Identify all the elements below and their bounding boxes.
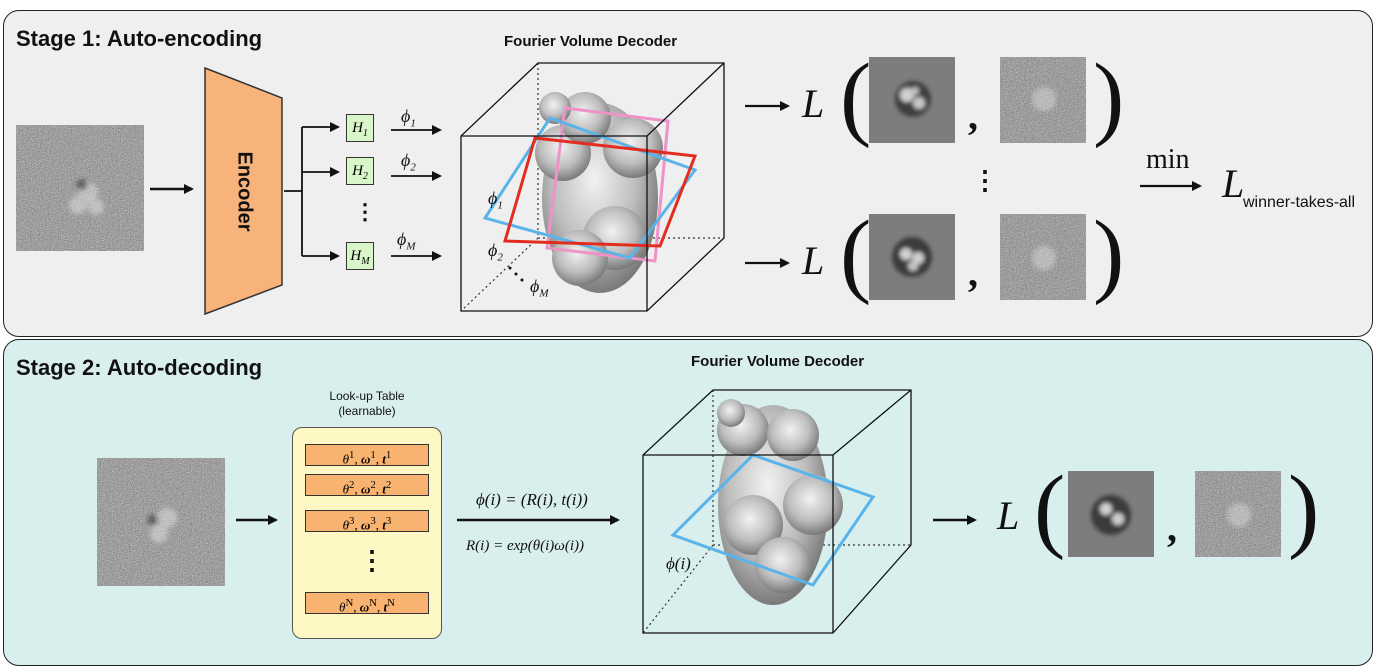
pose-equation: ϕ(i) = (R(i), t(i)) — [476, 490, 588, 509]
lut-vdots: ⋮ — [359, 546, 385, 575]
lut-row-n: θN, ωN, tN — [305, 592, 429, 614]
stage2-decoder-title: Fourier Volume Decoder — [691, 353, 865, 370]
stage2-title: Stage 2: Auto-decoding — [16, 355, 263, 380]
plane-phi-m-label: ϕM — [530, 276, 549, 300]
stage1-title: Stage 1: Auto-encoding — [16, 26, 263, 51]
plane-phi-1-label: ϕ1 — [488, 188, 503, 212]
head-1: H1 — [346, 114, 374, 142]
phi-m-arrow-label: ϕM — [397, 229, 416, 253]
heads-vdots: ⋮ — [354, 199, 376, 224]
wta-subscript: winner-takes-all — [1243, 194, 1356, 211]
encoder-block — [204, 66, 283, 316]
encoder-label: Encoder — [233, 151, 256, 232]
loss-comma-stage2: , — [1167, 505, 1177, 550]
head-2: H2 — [346, 157, 374, 185]
stage1-input-image — [16, 125, 144, 251]
head-m: HM — [346, 242, 374, 270]
loss-l-row1: L — [802, 81, 825, 126]
stage2-input-image — [97, 458, 225, 586]
loss-comma-row2: , — [968, 250, 978, 295]
lut-row-2: θ2, ω2, t2 — [305, 474, 429, 496]
loss-l-row2: L — [802, 238, 825, 283]
plane-phi-2-label: ϕ2 — [488, 240, 503, 264]
stage2-volume-cube — [642, 389, 912, 634]
rotation-equation: R(i) = exp(θ(i)ω(i)) — [466, 538, 585, 554]
loss-close-paren-row2: ) — [1093, 202, 1125, 306]
stage1-volume-cube — [460, 62, 725, 312]
phi-2-arrow-label: ϕ2 — [401, 150, 416, 174]
loss-open-paren-row2: ( — [840, 202, 872, 306]
loss-vdots: ⋮ — [972, 166, 998, 195]
wta-l: L — [1222, 161, 1245, 206]
loss-close-paren-row1: ) — [1093, 45, 1125, 149]
stage1-decoder-title: Fourier Volume Decoder — [504, 33, 678, 50]
plane-pink — [545, 106, 670, 263]
loss-l-stage2: L — [997, 493, 1020, 538]
lookup-table: θ1, ω1, t1 θ2, ω2, t2 θ3, ω3, t3 ⋮ θN, ω… — [292, 427, 442, 639]
projection-clean-row1 — [869, 57, 955, 143]
lut-row-1: θ1, ω1, t1 — [305, 444, 429, 466]
plane-red — [503, 136, 698, 248]
projection-noisy-row2 — [1000, 214, 1086, 300]
loss-close-paren-stage2: ) — [1288, 457, 1320, 561]
lut-title-line1: Look-up Table — [329, 389, 405, 403]
lut-row-3: θ3, ω3, t3 — [305, 510, 429, 532]
lut-title-line2: (learnable) — [338, 404, 396, 418]
loss-open-paren-row1: ( — [840, 45, 872, 149]
phi-1-arrow-label: ϕ1 — [401, 106, 416, 130]
projection-clean-row2 — [869, 214, 955, 300]
projection-noisy-stage2 — [1195, 471, 1281, 557]
stage1-connectors — [150, 66, 1202, 316]
stage2-connectors — [236, 515, 977, 525]
projection-noisy-row1 — [1000, 57, 1086, 143]
loss-open-paren-stage2: ( — [1034, 457, 1066, 561]
loss-comma-row1: , — [968, 93, 978, 138]
plane-phi-i-label: ϕ(i) — [666, 554, 691, 573]
projection-clean-stage2 — [1068, 471, 1154, 557]
min-label: min — [1146, 144, 1190, 175]
